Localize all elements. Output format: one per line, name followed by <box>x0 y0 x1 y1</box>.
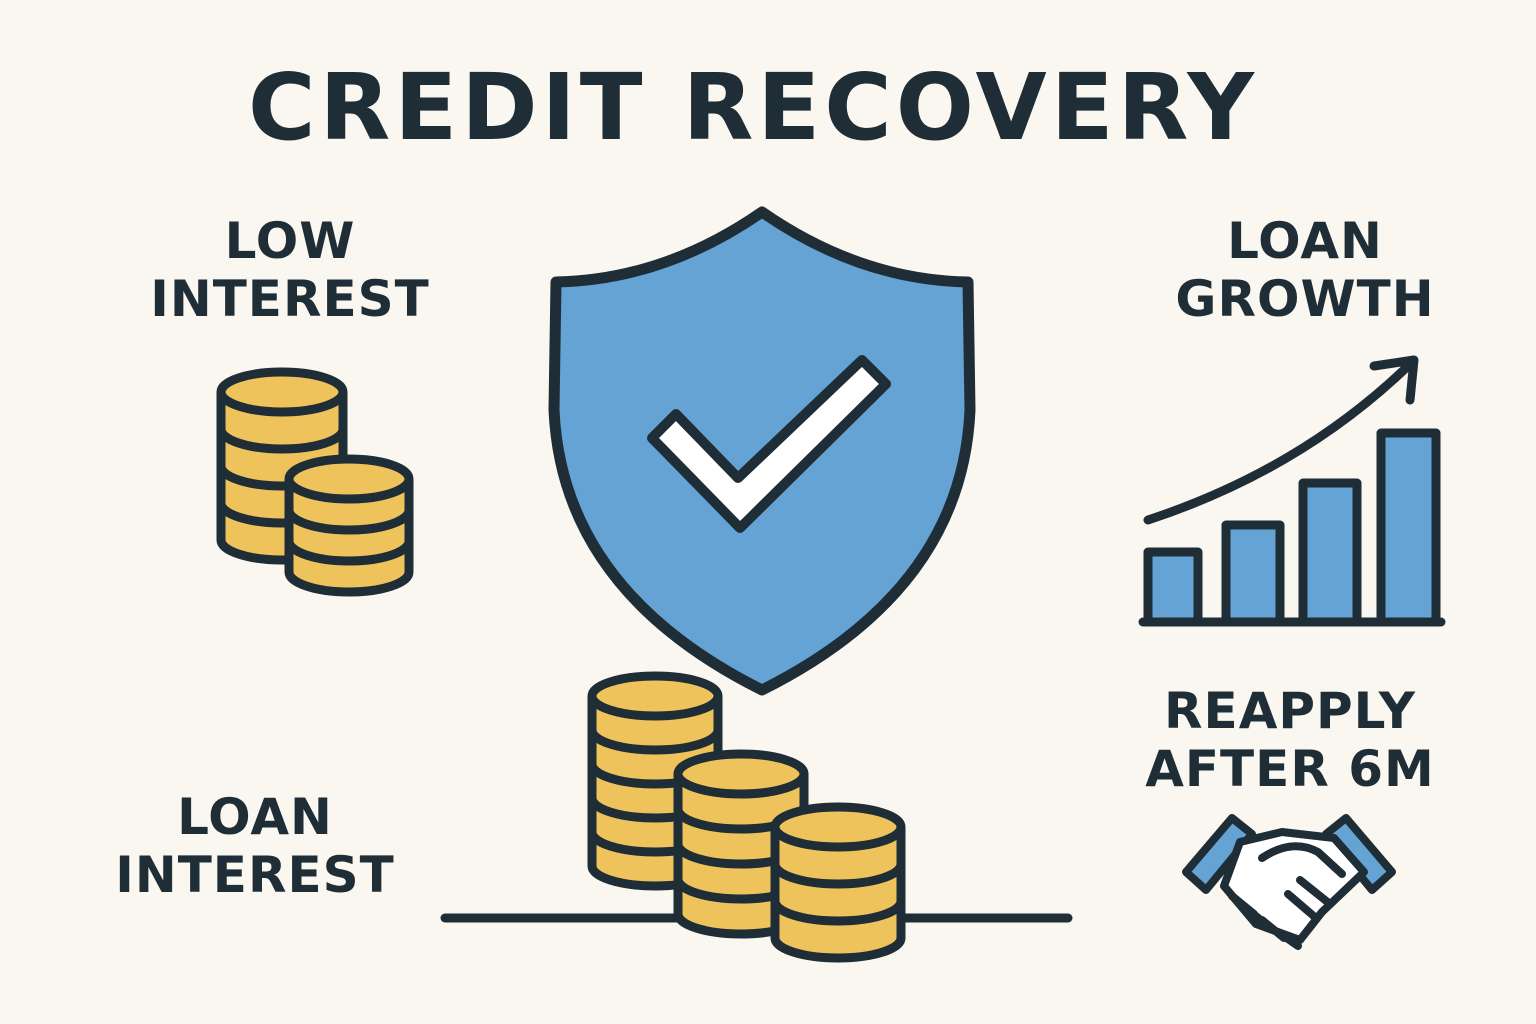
bar-chart-growth-icon <box>1138 355 1446 627</box>
handshake-icon <box>1182 814 1396 950</box>
reapply-label: REAPPLY AFTER 6M <box>1145 682 1435 798</box>
coin-top <box>673 749 809 799</box>
coin-stack-center-right <box>770 802 906 963</box>
loan-interest-label: LOAN INTEREST <box>115 788 395 904</box>
low-interest-label: LOW INTEREST <box>150 212 430 328</box>
coin-top <box>770 802 906 852</box>
coin-stacks <box>216 367 906 963</box>
shield-check-icon <box>548 206 976 696</box>
coin-stack-icon <box>284 454 414 597</box>
coin-top <box>587 671 723 721</box>
coin-top <box>284 454 414 504</box>
coin-top <box>216 367 348 417</box>
loan-growth-label: LOAN GROWTH <box>1175 212 1435 328</box>
page-title: CREDIT RECOVERY <box>247 54 1258 161</box>
